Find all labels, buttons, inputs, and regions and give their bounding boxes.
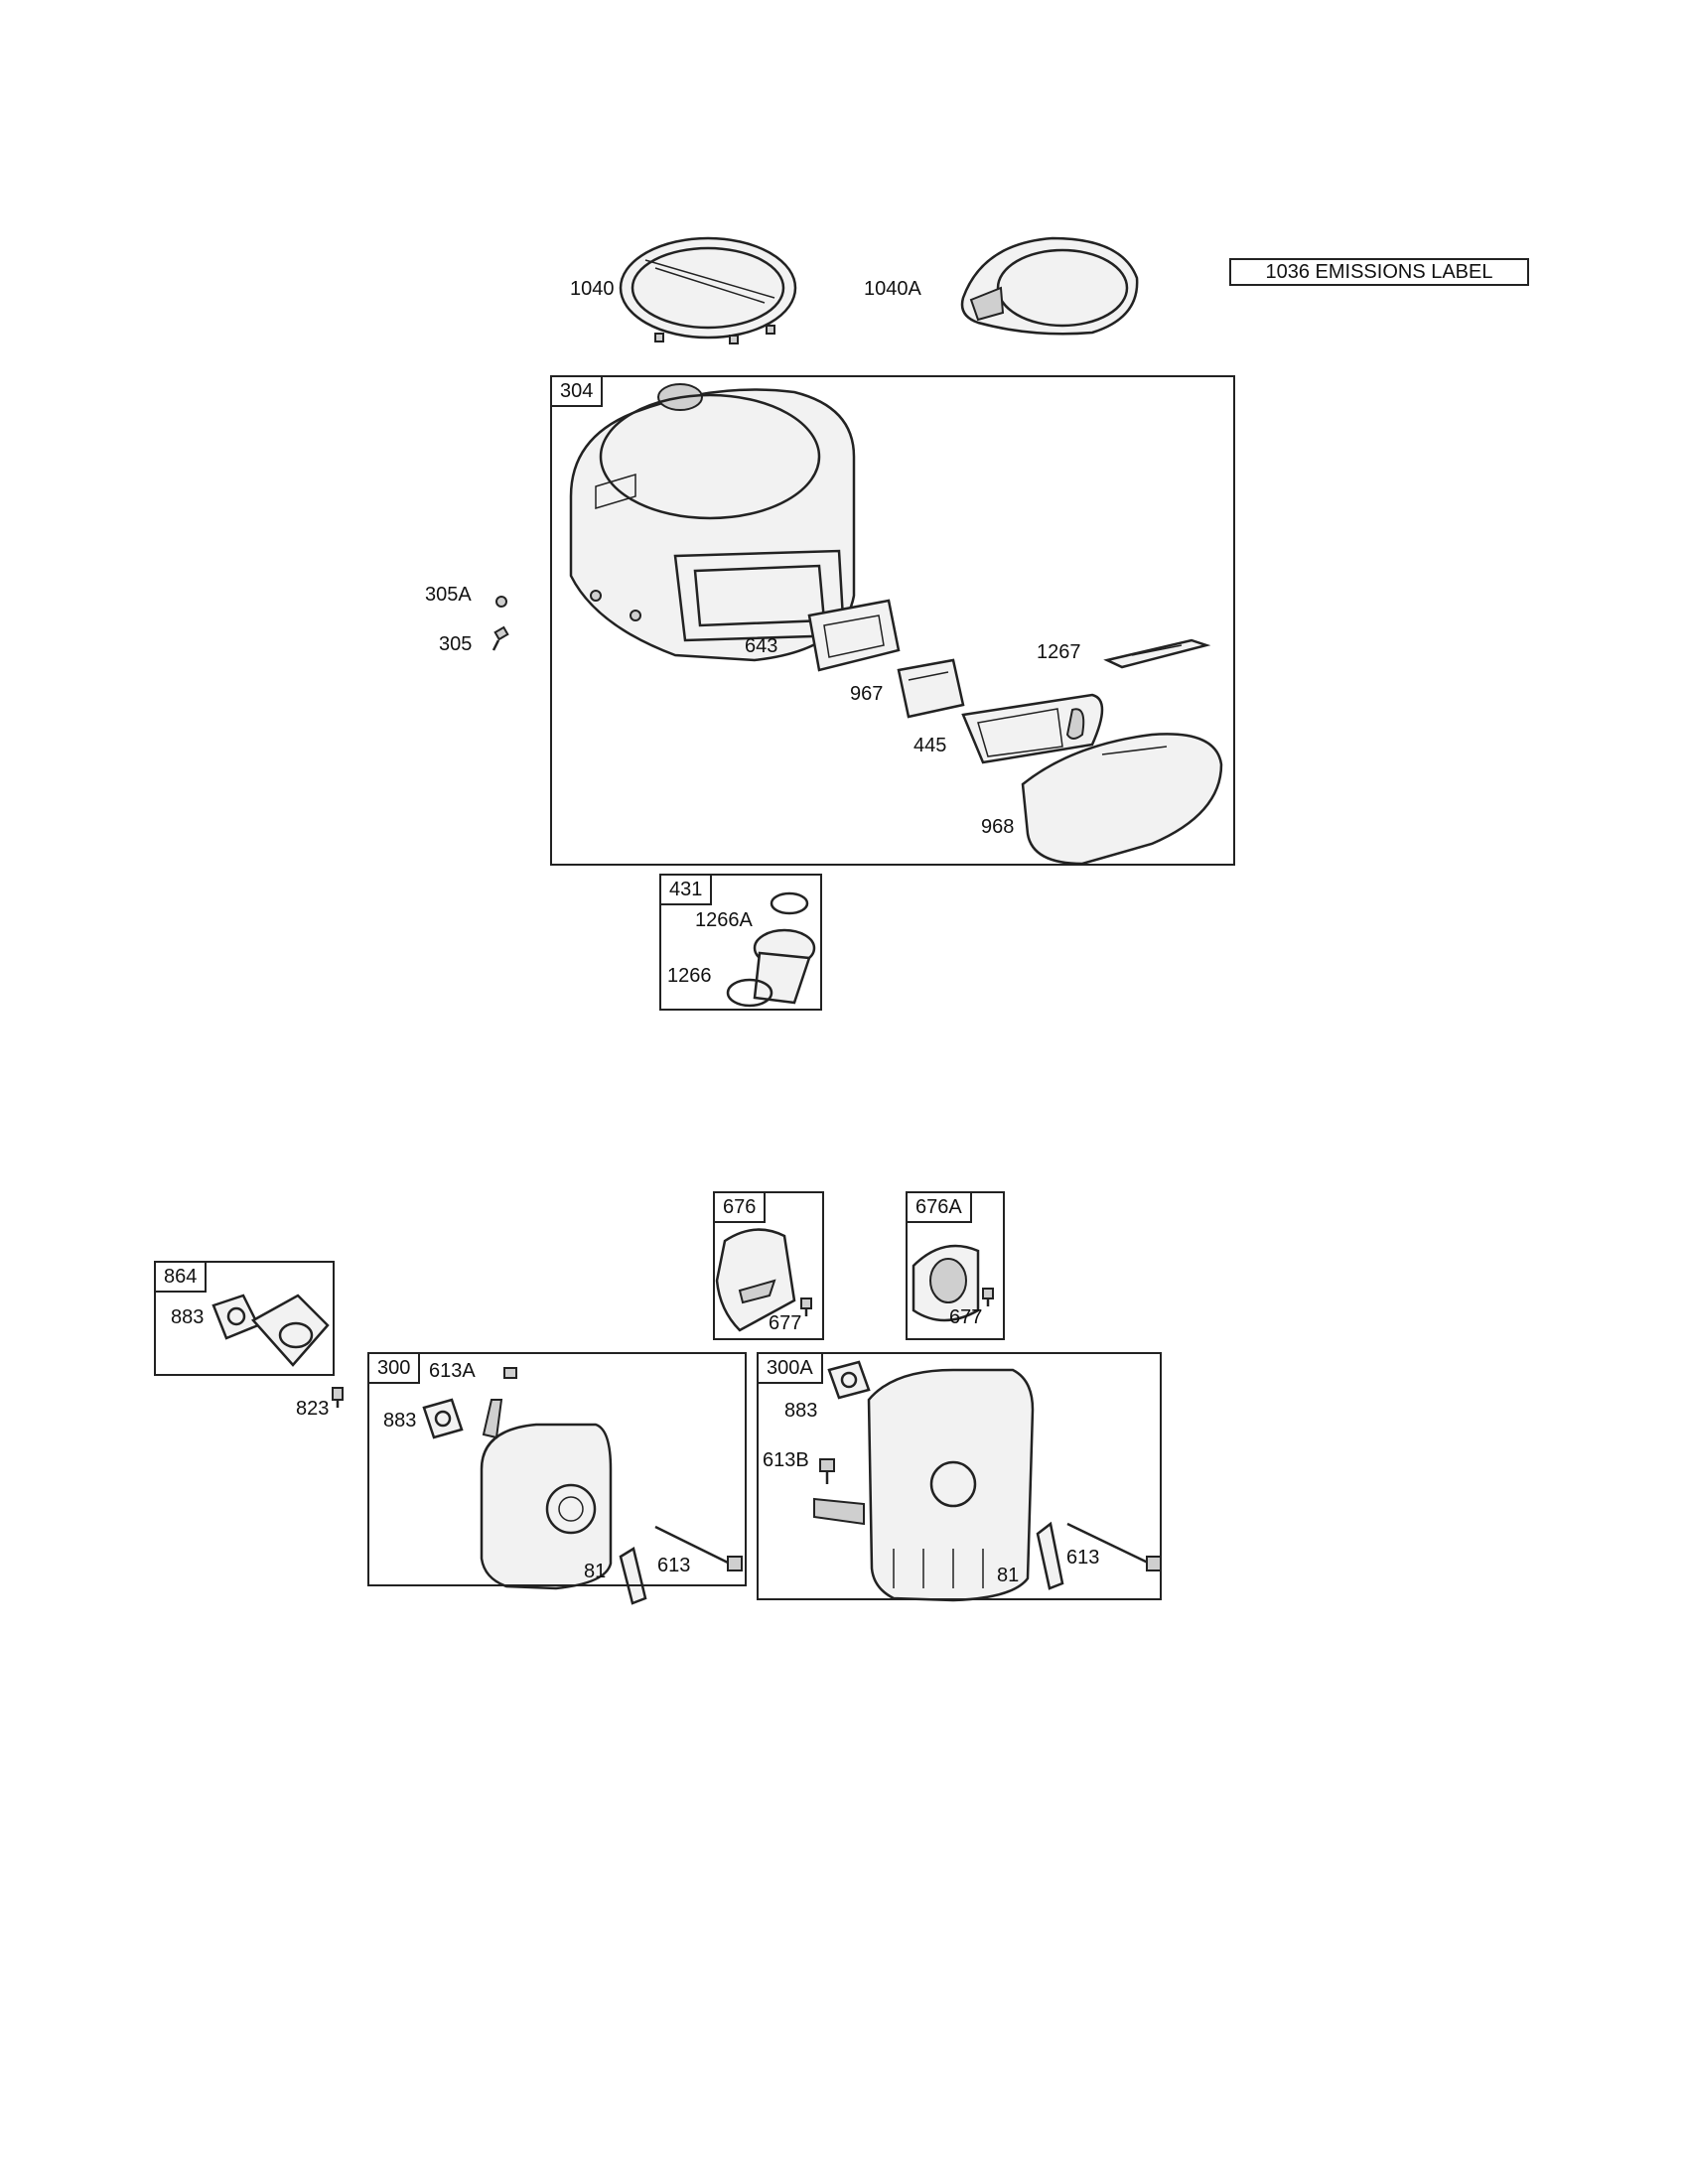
muffler-deflector-676a-icon	[912, 1244, 980, 1322]
box-tag-431: 431	[659, 874, 713, 905]
elbow-431-icon	[726, 891, 816, 1008]
plate-1267-icon	[1103, 638, 1211, 669]
callout-1267: 1267	[1037, 641, 1081, 663]
screw-677a-icon	[982, 1288, 994, 1306]
rotating-screen-1040a-icon	[960, 236, 1139, 336]
callout-613-300a: 613	[1066, 1547, 1100, 1569]
muffler-deflector-676-icon	[715, 1228, 796, 1332]
box-tag-300a: 300A	[757, 1352, 823, 1384]
callout-967: 967	[850, 683, 884, 705]
callout-1040a: 1040A	[864, 278, 921, 300]
callout-445: 445	[913, 735, 947, 756]
cover-968-icon	[1021, 733, 1223, 866]
callout-613a: 613A	[429, 1360, 476, 1382]
muffler-300a-icon	[813, 1368, 1035, 1602]
box-tag-676a: 676A	[906, 1191, 972, 1223]
callout-677-676: 677	[769, 1312, 802, 1334]
callout-613-300: 613	[657, 1555, 691, 1576]
callout-677-676a: 677	[949, 1306, 983, 1328]
screw-677-icon	[800, 1297, 812, 1316]
emissions-label: 1036 EMISSIONS LABEL	[1229, 258, 1529, 286]
panel-445-icon	[961, 693, 1104, 764]
screw-823-icon	[332, 1387, 344, 1408]
label-967-icon	[897, 658, 965, 719]
screw-613b-icon	[819, 1458, 835, 1484]
exhaust-adapter-864-icon	[251, 1294, 330, 1367]
blower-housing-icon	[569, 383, 856, 662]
callout-968: 968	[981, 816, 1015, 838]
callout-1266: 1266	[667, 965, 712, 987]
box-tag-304: 304	[550, 375, 604, 407]
bolt-613-300a-icon	[1066, 1522, 1162, 1571]
box-864: 864	[154, 1261, 335, 1376]
screw-305a-icon	[495, 596, 507, 608]
muffler-300-icon	[480, 1399, 613, 1590]
callout-643: 643	[745, 635, 778, 657]
callout-613b: 613B	[763, 1449, 809, 1471]
bolt-613-icon	[654, 1525, 743, 1571]
exhaust-gasket-300a-icon	[827, 1360, 871, 1400]
box-300a: 300A	[757, 1352, 1162, 1600]
rotating-screen-1040-icon	[619, 236, 797, 344]
plate-81a-icon	[1036, 1521, 1064, 1590]
exhaust-gasket-300-icon	[422, 1398, 464, 1439]
screw-305-icon	[491, 625, 509, 651]
screw-613a-icon	[503, 1367, 517, 1379]
callout-1266a: 1266A	[695, 909, 753, 931]
callout-883-300: 883	[383, 1410, 417, 1432]
callout-305: 305	[439, 633, 473, 655]
box-431: 431	[659, 874, 822, 1011]
callout-1040: 1040	[570, 278, 615, 300]
callout-305a: 305A	[425, 584, 472, 606]
callout-81-300: 81	[584, 1561, 607, 1582]
callout-81-300a: 81	[997, 1565, 1020, 1586]
box-676: 676	[713, 1191, 824, 1340]
callout-883-300a: 883	[784, 1400, 818, 1422]
box-tag-676: 676	[713, 1191, 767, 1223]
callout-823: 823	[296, 1398, 330, 1420]
box-tag-300: 300	[367, 1352, 421, 1384]
plate-81-icon	[619, 1547, 647, 1605]
callout-883-864: 883	[171, 1306, 205, 1328]
air-guide-643-icon	[807, 599, 901, 672]
box-300: 300	[367, 1352, 747, 1586]
box-304: 304	[550, 375, 1235, 866]
box-tag-864: 864	[154, 1261, 208, 1293]
box-676a: 676A	[906, 1191, 1005, 1340]
